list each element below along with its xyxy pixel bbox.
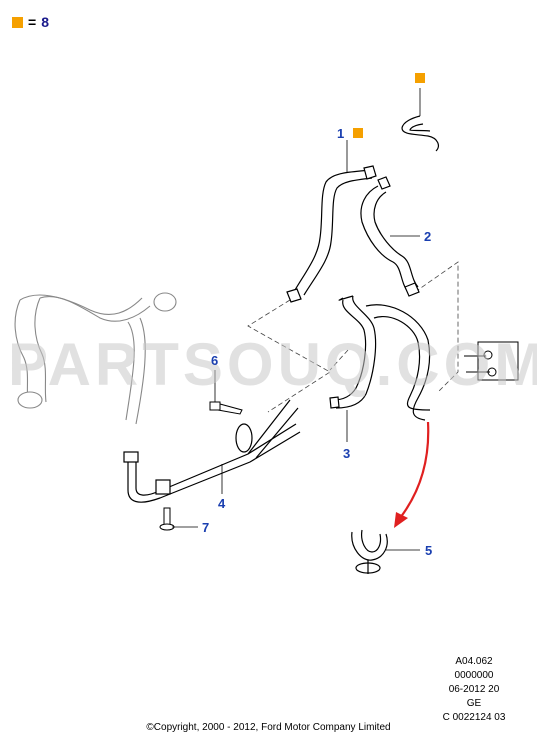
hose-part-2	[360, 176, 420, 297]
bolt-part-7	[159, 507, 175, 531]
callout-4[interactable]: 4	[218, 496, 226, 511]
bolt-part-6	[209, 401, 243, 415]
legend-value: 8	[41, 14, 49, 30]
callout-7[interactable]: 7	[202, 520, 210, 535]
reference-line: 0000000	[454, 670, 494, 681]
marker-square-1	[353, 128, 363, 138]
reference-line: A04.062	[455, 656, 493, 667]
hose-part-8	[401, 88, 439, 152]
legend: = 8	[12, 14, 49, 30]
hose-part-1	[286, 165, 377, 303]
copyright: ©Copyright, 2000 - 2012, Ford Motor Comp…	[146, 722, 391, 733]
pipe-part-4	[123, 399, 301, 503]
callout-2[interactable]: 2	[424, 229, 432, 244]
callout-6[interactable]: 6	[211, 353, 219, 368]
reference-line: GE	[466, 698, 482, 709]
legend-equals: =	[28, 14, 37, 30]
reference-line: 06-2012 20	[448, 684, 500, 695]
clip-part-5	[351, 529, 388, 574]
leader-lines	[172, 140, 420, 551]
reference-block: A04.062 0000000 06-2012 20 GE C 0022124 …	[429, 655, 519, 725]
legend-marker-icon	[12, 16, 23, 28]
red-arrow	[394, 421, 430, 528]
callout-1[interactable]: 1	[337, 126, 345, 141]
reference-line: C 0022124 03	[442, 712, 506, 723]
watermark: PARTSOUQ.COM	[8, 331, 537, 398]
bracket-part	[464, 341, 519, 381]
hose-part-3	[329, 295, 431, 421]
marker-square-8	[415, 73, 425, 83]
assembly-dash-lines	[247, 261, 459, 413]
hose-left-assembly	[14, 292, 177, 425]
callout-3[interactable]: 3	[343, 446, 351, 461]
callout-5[interactable]: 5	[425, 543, 433, 558]
